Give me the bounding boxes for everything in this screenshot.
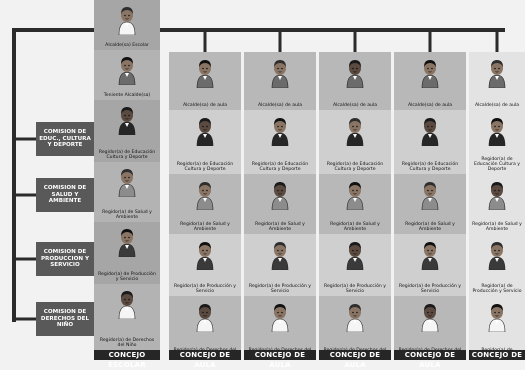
student-icon [194, 180, 216, 214]
comision-box: COMISION DE DERECHOS DEL NIÑO [36, 302, 94, 336]
student-icon [486, 240, 508, 274]
student-icon [269, 240, 291, 274]
concejo-aula-member: Alcalde(sa) de aula [469, 52, 525, 110]
student-icon [419, 302, 441, 336]
column-title: CONCEJO ESCOLAR [94, 350, 160, 360]
concejo-aula-column: Alcalde(sa) de aula Regidor(a) de Educac… [244, 52, 316, 360]
role-label: Regidor(a) de Derechos del Niño [94, 338, 160, 348]
student-icon [116, 167, 138, 201]
student-icon [419, 180, 441, 214]
student-icon [194, 302, 216, 336]
role-label: Regidor(a) de Producción y Servicio [94, 272, 160, 282]
concejo-aula-member: Alcalde(sa) de aula [169, 52, 241, 110]
column-title: CONCEJO DE AULA [319, 350, 391, 360]
student-icon [116, 105, 138, 139]
concejo-aula-member: Regidor(a) de Educación Cultura y Deport… [244, 110, 316, 174]
role-label: Regidor(a) de Educación Cultura y Deport… [94, 150, 160, 160]
role-label: Regidor(a) de Salud y Ambiente [319, 222, 391, 232]
student-icon [419, 240, 441, 274]
role-label: Alcalde(sa) de aula [394, 103, 466, 108]
student-icon [486, 180, 508, 214]
concejo-aula-column: Alcalde(sa) de aula Regidor(a) de Educac… [394, 52, 466, 360]
student-icon [269, 58, 291, 92]
column-title: CONCEJO DE AULA [169, 350, 241, 360]
role-label: Regidor(a) de Educación Cultura y Deport… [169, 162, 241, 172]
role-label: Regidor(a) de Salud y Ambiente [469, 222, 525, 232]
concejo-aula-member: Alcalde(sa) de aula [394, 52, 466, 110]
comision-box: COMISION DE EDUC., CULTURA Y DEPORTE [36, 122, 94, 156]
role-label: Regidor(a) de Educación Cultura y Deport… [469, 157, 525, 172]
student-icon [419, 58, 441, 92]
concejo-escolar-member: Teniente Alcalde(sa) [94, 50, 160, 100]
concejo-aula-member: Regidor(a) de Producción y Servicio [244, 234, 316, 296]
role-label: Regidor(a) de Producción y Servicio [319, 284, 391, 294]
concejo-aula-member: Alcalde(sa) de aula [244, 52, 316, 110]
concejo-aula-member: Regidor(a) de Salud y Ambiente [469, 174, 525, 234]
student-icon [194, 58, 216, 92]
concejo-aula-member: Regidor(a) de Educación Cultura y Deport… [394, 110, 466, 174]
concejo-escolar-member: Regidor(a) de Salud y Ambiente [94, 162, 160, 222]
concejo-aula-member: Regidor(a) de Educación Cultura y Deport… [469, 110, 525, 174]
concejo-aula-column: Alcalde(sa) de aula Regidor(a) de Educac… [469, 52, 525, 360]
role-label: Regidor(a) de Salud y Ambiente [244, 222, 316, 232]
concejo-aula-member: Regidor(a) de Producción y Servicio [169, 234, 241, 296]
role-label: Regidor(a) de Producción y Servicio [169, 284, 241, 294]
concejo-aula-member: Regidor(a) de Salud y Ambiente [394, 174, 466, 234]
student-icon [269, 116, 291, 150]
role-label: Regidor(a) de Salud y Ambiente [94, 210, 160, 220]
column-title: CONCEJO DE AULA [394, 350, 466, 360]
student-icon [419, 116, 441, 150]
student-icon [116, 55, 138, 89]
concejo-aula-member: Regidor(a) de Educación Cultura y Deport… [169, 110, 241, 174]
role-label: Regidor(a) de Producción y Servicio [244, 284, 316, 294]
concejo-aula-member: Regidor(a) de Salud y Ambiente [244, 174, 316, 234]
student-icon [116, 289, 138, 323]
role-label: Regidor(a) de Educación Cultura y Deport… [244, 162, 316, 172]
role-label: Alcalde(sa) de aula [469, 103, 525, 108]
role-label: Regidor(a) de Educación Cultura y Deport… [319, 162, 391, 172]
concejo-aula-column: Alcalde(sa) de aula Regidor(a) de Educac… [169, 52, 241, 360]
student-icon [269, 302, 291, 336]
role-label: Alcalde(sa) de aula [319, 103, 391, 108]
student-icon [344, 240, 366, 274]
student-icon [344, 116, 366, 150]
student-icon [486, 116, 508, 150]
role-label: Regidor(a) de Educación Cultura y Deport… [394, 162, 466, 172]
concejo-aula-member: Regidor(a) de Producción y Servicio [319, 234, 391, 296]
student-icon [344, 180, 366, 214]
concejo-aula-member: Regidor(a) de Producción y Servicio [394, 234, 466, 296]
role-label: Teniente Alcalde(sa) [94, 93, 160, 98]
column-title: CONCEJO DE AULA [244, 350, 316, 360]
student-icon [194, 240, 216, 274]
comision-box: COMISION DE PRODUCCION Y SERVICIO [36, 242, 94, 276]
concejo-aula-member: Regidor(a) de Salud y Ambiente [319, 174, 391, 234]
concejo-escolar-column: Alcalde(sa) Escolar Teniente Alcalde(sa)… [94, 0, 160, 360]
student-icon [344, 302, 366, 336]
role-label: Alcalde(sa) de aula [244, 103, 316, 108]
role-label: Alcalde(sa) de aula [169, 103, 241, 108]
role-label: Regidor(a) de Producción y Servicio [469, 284, 525, 294]
concejo-aula-column: Alcalde(sa) de aula Regidor(a) de Educac… [319, 52, 391, 360]
concejo-escolar-member: Regidor(a) de Educación Cultura y Deport… [94, 100, 160, 162]
student-icon [116, 5, 138, 39]
student-icon [486, 302, 508, 336]
student-icon [116, 227, 138, 261]
comision-box: COMISION DE SALUD Y AMBIENTE [36, 178, 94, 212]
concejo-escolar-member: Regidor(a) de Derechos del Niño [94, 284, 160, 350]
concejo-escolar-member: Regidor(a) de Producción y Servicio [94, 222, 160, 284]
concejo-aula-member: Alcalde(sa) de aula [319, 52, 391, 110]
role-label: Regidor(a) de Producción y Servicio [394, 284, 466, 294]
concejo-aula-member: Regidor(a) de Producción y Servicio [469, 234, 525, 296]
concejo-aula-member: Regidor(a) de Salud y Ambiente [169, 174, 241, 234]
concejo-escolar-member: Alcalde(sa) Escolar [94, 0, 160, 50]
student-icon [194, 116, 216, 150]
student-icon [344, 58, 366, 92]
column-title: CONCEJO DE [469, 350, 525, 360]
student-icon [486, 58, 508, 92]
student-icon [269, 180, 291, 214]
role-label: Regidor(a) de Salud y Ambiente [169, 222, 241, 232]
concejo-aula-member: Regidor(a) de Educación Cultura y Deport… [319, 110, 391, 174]
role-label: Alcalde(sa) Escolar [94, 43, 160, 48]
role-label: Regidor(a) de Salud y Ambiente [394, 222, 466, 232]
